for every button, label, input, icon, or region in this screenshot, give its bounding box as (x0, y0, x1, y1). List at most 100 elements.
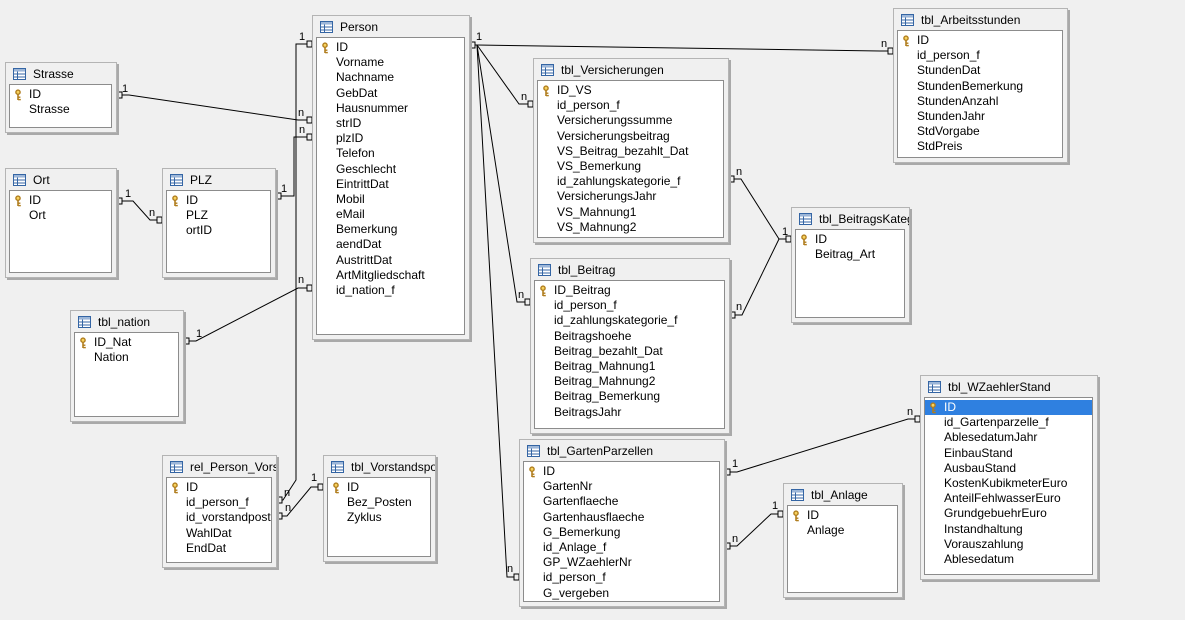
field-row-ArtMitgliedschaft[interactable]: ArtMitgliedschaft (317, 268, 464, 283)
relationship-line-tbl_BeitragsKateg-tbl_Beitrag[interactable] (730, 238, 791, 316)
field-row-Beitrag_Mahnung2[interactable]: Beitrag_Mahnung2 (535, 374, 724, 389)
field-row-Instandhaltung[interactable]: Instandhaltung (925, 522, 1092, 537)
field-row-Vorname[interactable]: Vorname (317, 55, 464, 70)
field-row-VersicherungsJahr[interactable]: VersicherungsJahr (538, 189, 723, 204)
field-row-plzID[interactable]: plzID (317, 131, 464, 146)
field-row-ID[interactable]: ID (925, 400, 1092, 416)
field-row-ID[interactable]: ID (796, 232, 904, 247)
field-row-Anlage[interactable]: Anlage (788, 523, 897, 538)
relationship-line-Ort-PLZ[interactable] (117, 200, 162, 221)
field-row-PLZ[interactable]: PLZ (167, 208, 270, 223)
field-row-Versicherungsbeitrag[interactable]: Versicherungsbeitrag (538, 129, 723, 144)
field-row-id_person_f[interactable]: id_person_f (167, 495, 271, 510)
field-row-aendDat[interactable]: aendDat (317, 237, 464, 252)
field-row-VS_Beitrag_bezahlt_Dat[interactable]: VS_Beitrag_bezahlt_Dat (538, 144, 723, 159)
field-row-id_person_f[interactable]: id_person_f (538, 98, 723, 113)
relationship-line-PLZ-Person[interactable] (276, 136, 312, 197)
field-row-id_person_f[interactable]: id_person_f (524, 570, 719, 585)
field-row-Beitrag_Art[interactable]: Beitrag_Art (796, 247, 904, 262)
field-row-Zyklus[interactable]: Zyklus (328, 510, 430, 525)
field-row-ID[interactable]: ID (788, 508, 897, 523)
table-header[interactable]: tbl_GartenParzellen (520, 440, 724, 461)
table-header[interactable]: tbl_WZaehlerStand (921, 376, 1097, 397)
field-row-Nachname[interactable]: Nachname (317, 70, 464, 85)
field-row-Ort[interactable]: Ort (10, 208, 111, 223)
field-row-EinbauStand[interactable]: EinbauStand (925, 446, 1092, 461)
relationship-line-Person-tbl_Arbeitsstunden[interactable] (470, 44, 893, 52)
relationship-line-Person-tbl_GartenParzellen[interactable] (470, 44, 519, 578)
field-row-ID[interactable]: ID (328, 480, 430, 495)
field-row-AnteilFehlwasserEuro[interactable]: AnteilFehlwasserEuro (925, 491, 1092, 506)
field-row-Beitrag_bezahlt_Dat[interactable]: Beitrag_bezahlt_Dat (535, 344, 724, 359)
field-row-Versicherungssumme[interactable]: Versicherungssumme (538, 113, 723, 128)
field-row-BeitragsJahr[interactable]: BeitragsJahr (535, 405, 724, 420)
field-row-StdPreis[interactable]: StdPreis (898, 139, 1062, 154)
table-header[interactable]: rel_Person_Vorsta (163, 456, 276, 477)
field-row-GrundgebuehrEuro[interactable]: GrundgebuehrEuro (925, 506, 1092, 521)
table-header[interactable]: tbl_Anlage (784, 484, 902, 505)
field-row-Strasse[interactable]: Strasse (10, 102, 111, 117)
table-header[interactable]: tbl_BeitragsKateg (792, 208, 909, 229)
relationship-line-tbl_Anlage-tbl_GartenParzellen[interactable] (725, 513, 783, 547)
field-row-StdVorgabe[interactable]: StdVorgabe (898, 124, 1062, 139)
table-header[interactable]: Person (313, 16, 469, 37)
field-row-eMail[interactable]: eMail (317, 207, 464, 222)
table-box-rel_Person_Vorsta[interactable]: rel_Person_VorstaIDid_person_fid_vorstan… (162, 455, 277, 568)
field-row-Beitragshoehe[interactable]: Beitragshoehe (535, 329, 724, 344)
field-row-id_person_f[interactable]: id_person_f (535, 298, 724, 313)
field-row-AblesedatumJahr[interactable]: AblesedatumJahr (925, 430, 1092, 445)
field-row-id_person_f[interactable]: id_person_f (898, 48, 1062, 63)
field-row-ID_VS[interactable]: ID_VS (538, 83, 723, 98)
field-row-id_Gartenparzelle_f[interactable]: id_Gartenparzelle_f (925, 415, 1092, 430)
field-row-Bemerkung[interactable]: Bemerkung (317, 222, 464, 237)
field-row-Vorauszahlung[interactable]: Vorauszahlung (925, 537, 1092, 552)
field-row-ID[interactable]: ID (167, 193, 270, 208)
field-row-G_vergeben[interactable]: G_vergeben (524, 586, 719, 601)
field-row-EndDat[interactable]: EndDat (167, 541, 271, 556)
field-row-StundenAnzahl[interactable]: StundenAnzahl (898, 94, 1062, 109)
field-row-strID[interactable]: strID (317, 116, 464, 131)
table-header[interactable]: PLZ (163, 169, 275, 190)
field-row-Beitrag_Bemerkung[interactable]: Beitrag_Bemerkung (535, 389, 724, 404)
field-row-VS_Bemerkung[interactable]: VS_Bemerkung (538, 159, 723, 174)
table-header[interactable]: tbl_Vorstandspos (324, 456, 435, 477)
field-row-G_Bemerkung[interactable]: G_Bemerkung (524, 525, 719, 540)
field-row-ID_Nat[interactable]: ID_Nat (75, 335, 178, 350)
field-row-Gartenhausflaeche[interactable]: Gartenhausflaeche (524, 510, 719, 525)
table-header[interactable]: tbl_Beitrag (531, 259, 729, 280)
field-row-WahlDat[interactable]: WahlDat (167, 526, 271, 541)
field-row-StundenJahr[interactable]: StundenJahr (898, 109, 1062, 124)
relationship-line-Person-rel_Person_Vorsta[interactable] (277, 43, 312, 501)
field-row-ID[interactable]: ID (524, 464, 719, 479)
field-row-Nation[interactable]: Nation (75, 350, 178, 365)
field-row-id_zahlungskategorie_f[interactable]: id_zahlungskategorie_f (538, 174, 723, 189)
field-row-AustrittDat[interactable]: AustrittDat (317, 253, 464, 268)
field-row-KostenKubikmeterEuro[interactable]: KostenKubikmeterEuro (925, 476, 1092, 491)
field-row-ID[interactable]: ID (10, 87, 111, 102)
field-row-Geschlecht[interactable]: Geschlecht (317, 162, 464, 177)
field-row-Ablesedatum[interactable]: Ablesedatum (925, 552, 1092, 567)
field-row-Telefon[interactable]: Telefon (317, 146, 464, 161)
relationship-line-tbl_nation-Person[interactable] (184, 287, 312, 342)
field-row-id_nation_f[interactable]: id_nation_f (317, 283, 464, 298)
field-row-Hausnummer[interactable]: Hausnummer (317, 101, 464, 116)
field-row-GP_WZaehlerNr[interactable]: GP_WZaehlerNr (524, 555, 719, 570)
table-header[interactable]: tbl_nation (71, 311, 183, 332)
field-row-Beitrag_Mahnung1[interactable]: Beitrag_Mahnung1 (535, 359, 724, 374)
field-row-StundenBemerkung[interactable]: StundenBemerkung (898, 79, 1062, 94)
field-row-Mobil[interactable]: Mobil (317, 192, 464, 207)
field-row-VS_Mahnung1[interactable]: VS_Mahnung1 (538, 205, 723, 220)
field-row-ID[interactable]: ID (317, 40, 464, 55)
